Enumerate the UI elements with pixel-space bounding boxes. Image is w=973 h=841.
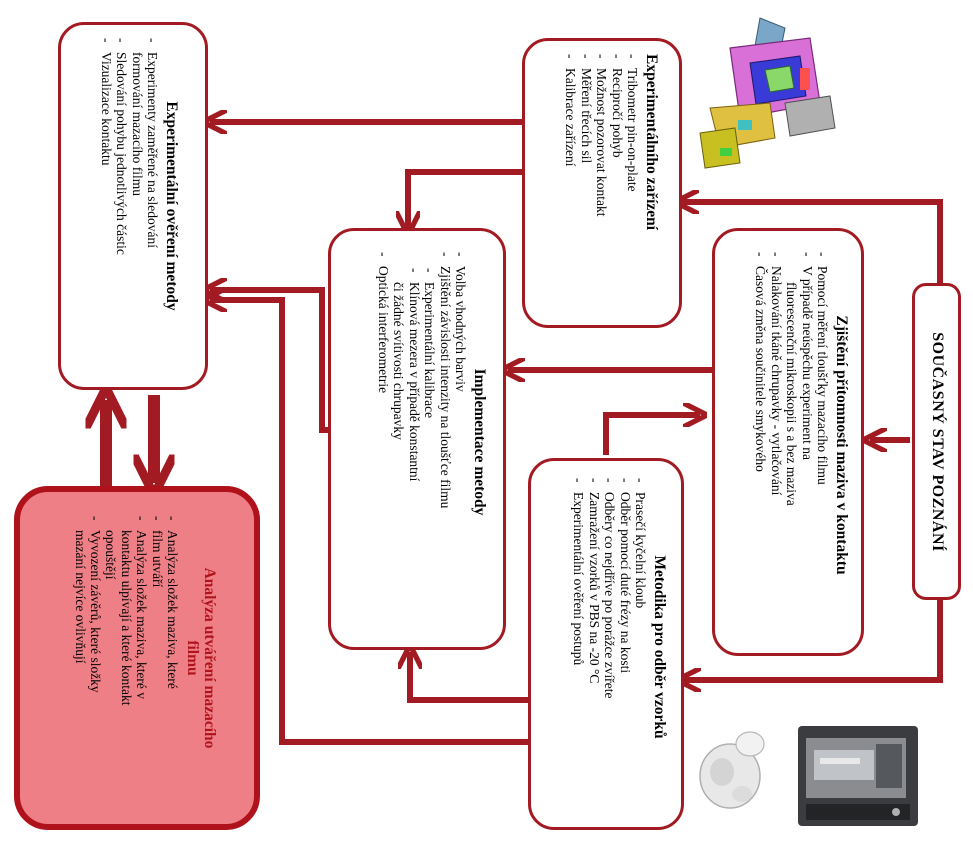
analysis-title: Analýza utváření mazacího filmu [184, 516, 218, 800]
list-item: Prasečí kyčelní kloub [633, 478, 648, 816]
list-item: Nalakování tkáně chrupavky - vytlačování [768, 252, 784, 638]
list-item: Sledování pohybu jednotlivých částic [114, 38, 129, 374]
list-item: Odběry co nejdříve po porážce zvířete [602, 478, 617, 816]
analysis-box: Analýza utváření mazacího filmu Analýza … [14, 486, 260, 830]
list-item: formování mazacího filmu [129, 52, 145, 196]
arrow-sota-to-sampling [684, 600, 943, 680]
list-item: Časová změna součinitele smykového [753, 252, 768, 638]
list-item: opouštějí [103, 530, 119, 580]
list-item: Odběr pomocí duté frézy na kosti [617, 478, 633, 816]
implementation-title: Implementace metody [471, 368, 488, 516]
list-item: či žádné svítivosti chrupavky [391, 282, 407, 440]
verification-list: Experimenty zaměřené na sledování formov… [98, 38, 160, 374]
list-item: Vyvození závěrů, které složky [88, 516, 103, 800]
list-item: Zamražení vzorků v PBS na -20 °C [586, 478, 602, 816]
presence-title: Zjištění přítomnosti maziva v kontaktu [833, 315, 850, 575]
list-item: Volba vhodných barviv [453, 252, 468, 632]
testing-machine-photo [798, 726, 918, 826]
verification-title: Experimentální ověření metody [163, 101, 180, 311]
list-item: fluorescenční mikroskopii s a bez maziva [784, 282, 800, 506]
list-item: Pomocí měření tloušťky mazacího filmu [815, 252, 830, 638]
state-of-art-box: SOUČASNÝ STAV POZNÁNÍ [912, 283, 961, 600]
list-item: Tribometr pin-on-plate [625, 54, 640, 314]
list-item: Analýza složek maziva, které [165, 516, 180, 800]
arrow-implementation-to-verification [210, 290, 328, 433]
list-item: Experimenty zaměřené na sledování [145, 38, 160, 374]
list-item: Kalibrace zařízení [563, 54, 578, 314]
list-item: Zjištění závislosti intenzity na tloušťc… [437, 252, 453, 632]
arrow-sampling-to-presence [603, 415, 700, 455]
list-item: mazání nejvíce ovlivňují [72, 530, 88, 664]
verification-box: Experimentální ověření metody Experiment… [58, 22, 208, 390]
arrow-sota-to-device [682, 202, 943, 283]
list-item: Recipročí pohyb [609, 54, 625, 314]
list-item: Experimentální ověření postupů [571, 478, 586, 816]
presence-box: Zjištění přítomnosti maziva v kontaktu P… [712, 228, 864, 656]
analysis-title-line1: Analýza utváření mazacího [201, 567, 218, 749]
arrow-sampling-to-implementation [410, 652, 528, 703]
list-item: Optická interferometrie [376, 252, 391, 632]
analysis-title-line2: filmu [184, 640, 201, 676]
implementation-list: Volba vhodných barviv Zjištění závislost… [376, 252, 468, 632]
sampling-box: Metodika pro odběr vzorků Prasečí kyčeln… [528, 458, 684, 830]
list-item: film utváří [149, 516, 165, 800]
state-of-art-title: SOUČASNÝ STAV POZNÁNÍ [928, 331, 946, 552]
sampling-list: Prasečí kyčelní kloub Odběr pomocí duté … [571, 478, 648, 816]
device-list: Tribometr pin-on-plate Recipročí pohyb M… [563, 54, 640, 314]
list-item: V případě neúspěchu experiment na [799, 252, 815, 638]
sampling-title: Metodika pro odběr vzorků [651, 555, 668, 739]
presence-list: Pomocí měření tloušťky mazacího filmu V … [753, 252, 830, 638]
list-item: Možnost pozorovat kontakt [594, 54, 609, 314]
list-item: kontaktu ulpívají a které kontakt [118, 530, 134, 706]
list-item: Vizualizace kontaktu [98, 38, 114, 374]
list-item: Experimentální kalibrace [422, 252, 437, 632]
analysis-list: Analýza složek maziva, které film utváří… [72, 516, 180, 800]
arrow-device-to-implementation [408, 169, 522, 228]
arrow-sampling-to-verification [210, 300, 528, 745]
device-box: Experimentálního zařízení Tribometr pin-… [522, 38, 682, 328]
list-item: Měření třecích sil [578, 54, 594, 314]
list-item: Analýza složek maziva, které v [134, 516, 149, 800]
list-item: Klínová mezera v případě konstantní [406, 252, 422, 632]
hip-joint-model [699, 731, 765, 809]
device-title: Experimentálního zařízení [643, 54, 660, 231]
tribometer-cad-model [699, 17, 836, 169]
implementation-box: Implementace metody Volba vhodných barvi… [328, 228, 506, 650]
